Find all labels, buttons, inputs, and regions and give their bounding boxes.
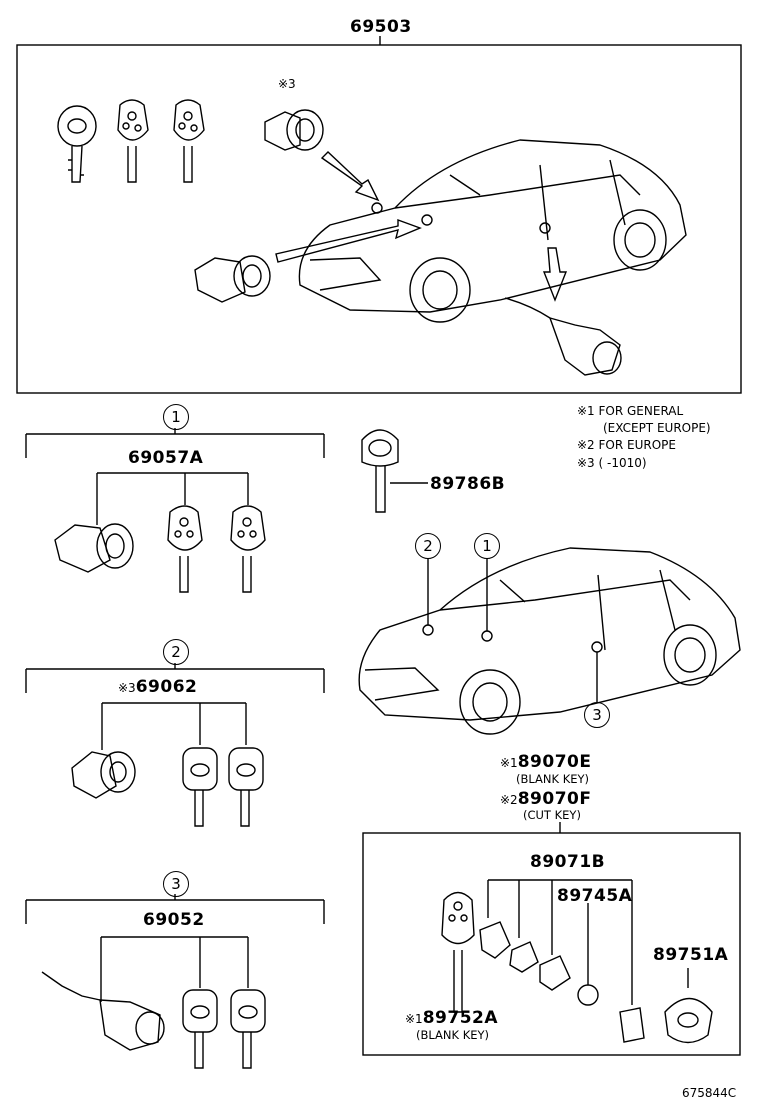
set2-prefix: ※3: [118, 681, 136, 695]
note-3: ※3 ( -1010): [577, 456, 647, 470]
set3-bracket: [25, 894, 325, 1002]
key-parts-frame: [362, 832, 741, 1056]
top-key-2: [117, 99, 149, 183]
key-89752a-label: ※189752A: [405, 1008, 498, 1028]
set3-key-2: [230, 989, 266, 1069]
illustration-code: 675844C: [682, 1086, 737, 1100]
key-89752a-number: 89752A: [422, 1008, 499, 1028]
key-89070e-prefix: ※1: [500, 756, 518, 770]
battery-89745a-label: 89745A: [557, 886, 633, 906]
set2-key-2: [228, 747, 264, 827]
cover-piece-3: [539, 955, 571, 991]
top-key-1: [57, 105, 97, 183]
door-cylinder-top: [504, 297, 622, 376]
key-89070f-label: ※289070F: [500, 789, 591, 809]
key-89752a-prefix: ※1: [405, 1012, 423, 1026]
left-cylinder: [194, 255, 271, 303]
locations-car-body: [358, 547, 741, 735]
key-89786b: [361, 429, 428, 513]
set1-cylinder: [54, 523, 134, 573]
battery-89745a: [577, 984, 599, 1006]
key-89070e-number: 89070E: [517, 752, 592, 772]
cover-piece-2: [509, 941, 539, 973]
case-89751a: [664, 997, 713, 1044]
cover-89071b-label: 89071B: [530, 852, 606, 872]
key-89786b-label: 89786B: [430, 474, 506, 494]
set2-cylinder: [71, 751, 136, 799]
cover-piece-1: [479, 921, 511, 959]
key-89070f-number: 89070F: [517, 789, 592, 809]
key-89070f-sub: (CUT KEY): [523, 808, 581, 822]
top-car-body: [298, 139, 687, 323]
set1-bracket: [25, 428, 325, 525]
set3-key-1: [182, 989, 218, 1069]
callout-1-heading: 1: [163, 404, 189, 430]
set2-bracket: [25, 663, 325, 750]
set2-key-1: [182, 747, 218, 827]
top-key-3: [173, 99, 205, 183]
top-cylinder: [264, 109, 324, 151]
key-89070f-prefix: ※2: [500, 793, 518, 807]
set1-label: 69057A: [128, 448, 204, 468]
key-89752a-sub: (BLANK KEY): [416, 1028, 490, 1042]
key-89752a: [441, 891, 475, 1013]
key-89070e-sub: (BLANK KEY): [516, 772, 590, 786]
callout-2-heading: 2: [163, 639, 189, 665]
main-assembly-label: 69503: [350, 17, 412, 37]
case-89751a-label: 89751A: [653, 945, 729, 965]
callout-3-heading: 3: [163, 871, 189, 897]
key-89070e-label: ※189070E: [500, 752, 591, 772]
cover-89071b-bracket: [487, 879, 633, 1005]
set1-key-2: [230, 505, 266, 593]
set3-label: 69052: [143, 910, 205, 930]
car-callout-1: 1: [474, 533, 500, 559]
set2-label: ※369062: [118, 677, 197, 697]
car-callout-2: 2: [415, 533, 441, 559]
car-callout-3: 3: [584, 702, 610, 728]
note-2: ※2 FOR EUROPE: [577, 438, 676, 452]
set1-key-1: [167, 505, 203, 593]
main-assembly-frame: [16, 44, 742, 394]
note-1-line2: (EXCEPT EUROPE): [603, 421, 711, 435]
note-1-line1: ※1 FOR GENERAL: [577, 404, 684, 418]
top-arrows: [275, 151, 568, 302]
set3-door-cylinder: [41, 971, 165, 1051]
top-cylinder-mark: ※3: [278, 77, 296, 91]
cover-piece-4: [619, 1007, 645, 1043]
set2-number: 69062: [135, 677, 198, 697]
